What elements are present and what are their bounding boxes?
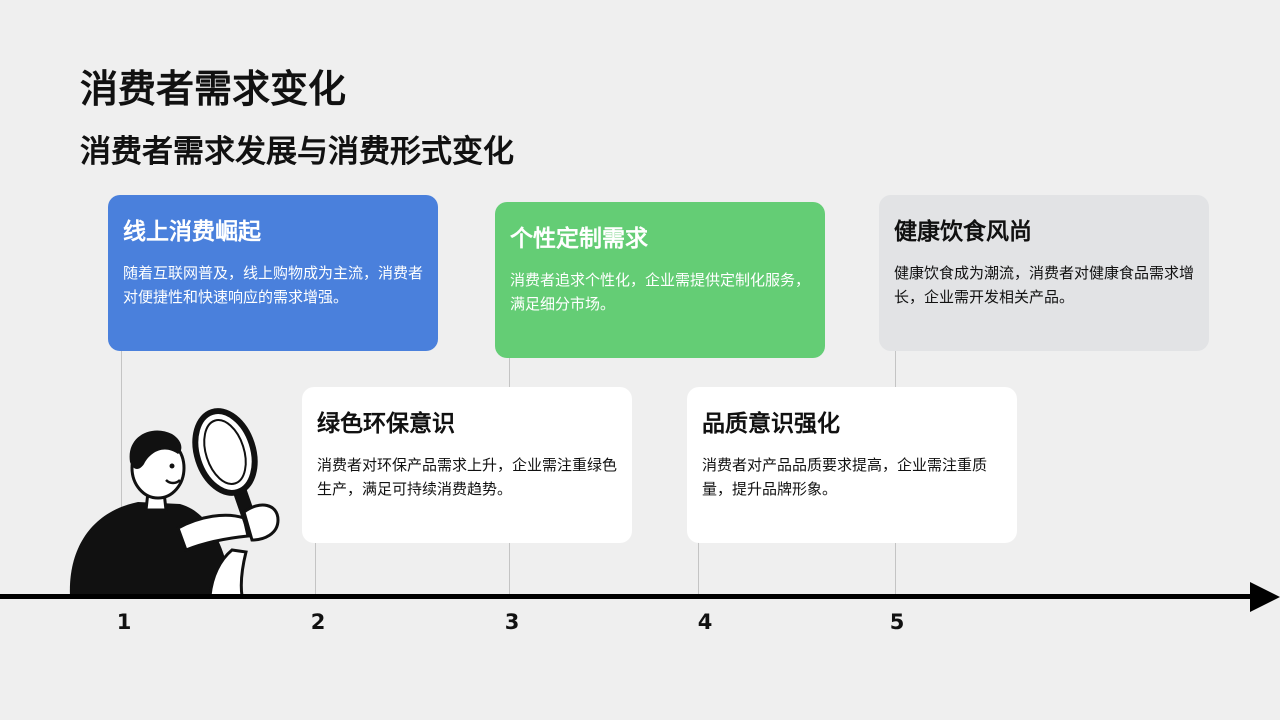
stage-card-1: 线上消费崛起 随着互联网普及，线上购物成为主流，消费者对便捷性和快速响应的需求增… (108, 195, 438, 351)
stage-card-1-body: 随着互联网普及，线上购物成为主流，消费者对便捷性和快速响应的需求增强。 (123, 264, 424, 306)
stage-card-5-body: 健康饮食成为潮流，消费者对健康食品需求增长，企业需开发相关产品。 (894, 264, 1195, 306)
stage-number-4: 4 (697, 610, 713, 634)
stage-number-2: 2 (310, 610, 326, 634)
stage-card-4-body: 消费者对产品品质要求提高，企业需注重质量，提升品牌形象。 (702, 456, 988, 498)
stage-card-5: 健康饮食风尚 健康饮食成为潮流，消费者对健康食品需求增长，企业需开发相关产品。 (879, 195, 1209, 351)
timeline-axis (0, 594, 1254, 599)
stage-card-3-title: 个性定制需求 (510, 226, 648, 252)
stage-card-2: 绿色环保意识 消费者对环保产品需求上升，企业需注重绿色生产，满足可持续消费趋势。 (302, 387, 632, 543)
stage-card-4-title: 品质意识强化 (702, 411, 840, 437)
person-with-magnifying-glass-icon (69, 408, 280, 596)
stage-number-1: 1 (116, 610, 132, 634)
stage-number-5: 5 (889, 610, 905, 634)
stage-card-1-title: 线上消费崛起 (123, 219, 261, 245)
connector-line-4 (698, 542, 699, 594)
stage-card-3: 个性定制需求 消费者追求个性化，企业需提供定制化服务，满足细分市场。 (495, 202, 825, 358)
page-subtitle: 消费者需求发展与消费形式变化 (80, 134, 514, 170)
timeline-arrow-icon (1250, 582, 1280, 612)
page-title: 消费者需求变化 (80, 67, 347, 111)
stage-card-4: 品质意识强化 消费者对产品品质要求提高，企业需注重质量，提升品牌形象。 (687, 387, 1017, 543)
stage-card-2-title: 绿色环保意识 (317, 411, 455, 437)
connector-line-1 (121, 350, 122, 594)
connector-line-2 (315, 542, 316, 594)
stage-number-3: 3 (504, 610, 520, 634)
stage-card-3-body: 消费者追求个性化，企业需提供定制化服务，满足细分市场。 (510, 271, 811, 313)
stage-card-2-body: 消费者对环保产品需求上升，企业需注重绿色生产，满足可持续消费趋势。 (317, 456, 618, 498)
stage-card-5-title: 健康饮食风尚 (894, 219, 1032, 245)
